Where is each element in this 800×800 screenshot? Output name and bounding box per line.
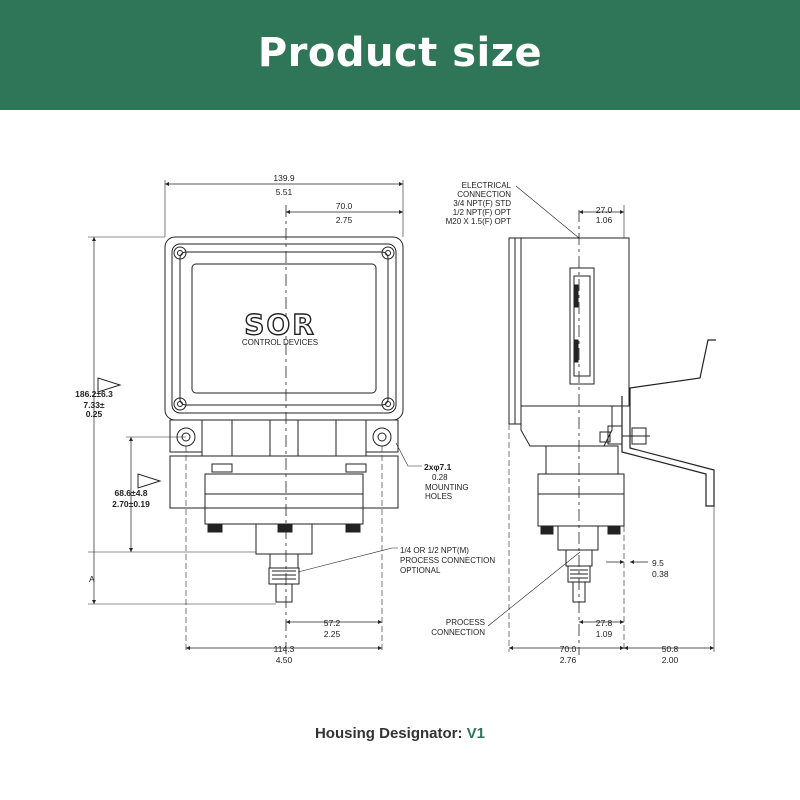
dim-half-width-in: 2.75 — [336, 215, 353, 225]
corner-screw — [381, 397, 395, 411]
corner-screw — [173, 397, 187, 411]
side-view-labels: ELECTRICAL CONNECTION 3/4 NPT(F) STD 1/2… — [431, 181, 678, 665]
label-a: A — [89, 574, 95, 584]
dimension-drawing: SOR CONTROL DEVICES 139.9 5.51 70.0 2.75… — [75, 173, 716, 665]
corner-screw — [173, 246, 187, 260]
dim-depth-mm: 70.0 — [560, 644, 577, 654]
dim-mount-width-mm: 114.3 — [274, 644, 295, 654]
process-note-1: 1/4 OR 1/2 NPT(M) — [400, 546, 469, 555]
front-view — [88, 180, 422, 655]
front-view-labels: 139.9 5.51 70.0 2.75 186.2±6.3 7.33± 0.2… — [75, 173, 495, 665]
sor-logo: SOR CONTROL DEVICES — [242, 307, 318, 347]
dim-height-mm: 186.2±6.3 — [75, 389, 113, 399]
corner-screw — [381, 246, 395, 260]
electrical-note-3: 3/4 NPT(F) STD — [453, 199, 511, 208]
dim-lower-height-in: 2.70±0.19 — [112, 499, 150, 509]
dim-center-offset-mm: 57.2 — [324, 618, 341, 628]
dim-bracket-gap-mm: 9.5 — [652, 558, 664, 568]
dim-lower-height-mm: 68.6±4.8 — [114, 488, 147, 498]
housing-designator-label: Housing Designator: — [314, 725, 463, 742]
housing-designator: Housing Designator: V1 — [0, 725, 800, 742]
header-banner: Product size — [0, 0, 800, 110]
dim-process-offset-mm: 27.8 — [596, 618, 613, 628]
dim-mount-width-in: 4.50 — [276, 655, 293, 665]
mounting-holes-label1: MOUNTING — [425, 483, 469, 492]
dim-center-offset-in: 2.25 — [324, 629, 341, 639]
electrical-note-1: ELECTRICAL — [462, 181, 512, 190]
dim-half-width-mm: 70.0 — [336, 201, 353, 211]
process-label-2: CONNECTION — [431, 628, 485, 637]
dim-overall-width-in: 5.51 — [276, 187, 293, 197]
page-title: Product size — [257, 30, 543, 76]
process-note-3: OPTIONAL — [400, 566, 441, 575]
process-note-2: PROCESS CONNECTION — [400, 556, 495, 565]
dim-bracket-gap-in: 0.38 — [652, 569, 669, 579]
dim-height-tol: 0.25 — [86, 409, 103, 419]
mounting-holes-dim: 2xφ7.1 — [424, 462, 452, 472]
logo-subtext: CONTROL DEVICES — [242, 338, 318, 347]
electrical-note-2: CONNECTION — [457, 190, 511, 199]
dim-overall-width-mm: 139.9 — [273, 173, 295, 183]
dim-height-in: 7.33± — [83, 400, 105, 410]
logo-text: SOR — [244, 308, 316, 341]
mounting-holes-label2: HOLES — [425, 492, 452, 501]
process-label-1: PROCESS — [446, 618, 485, 627]
electrical-note-4: 1/2 NPT(F) OPT — [453, 208, 511, 217]
dim-process-offset-in: 1.09 — [596, 629, 613, 639]
housing-designator-value: V1 — [466, 725, 486, 742]
dim-bracket-mm: 50.8 — [662, 644, 679, 654]
dim-bracket-in: 2.00 — [662, 655, 679, 665]
dim-depth-in: 2.76 — [560, 655, 577, 665]
side-view — [487, 185, 716, 655]
dim-conn-offset-in: 1.06 — [596, 215, 613, 225]
mounting-holes-in: 0.28 — [432, 473, 448, 482]
dim-conn-offset-mm: 27.0 — [596, 205, 613, 215]
electrical-note-5: M20 X 1.5(F) OPT — [446, 217, 511, 226]
mounting-hole — [372, 427, 392, 447]
side-housing — [520, 237, 630, 407]
